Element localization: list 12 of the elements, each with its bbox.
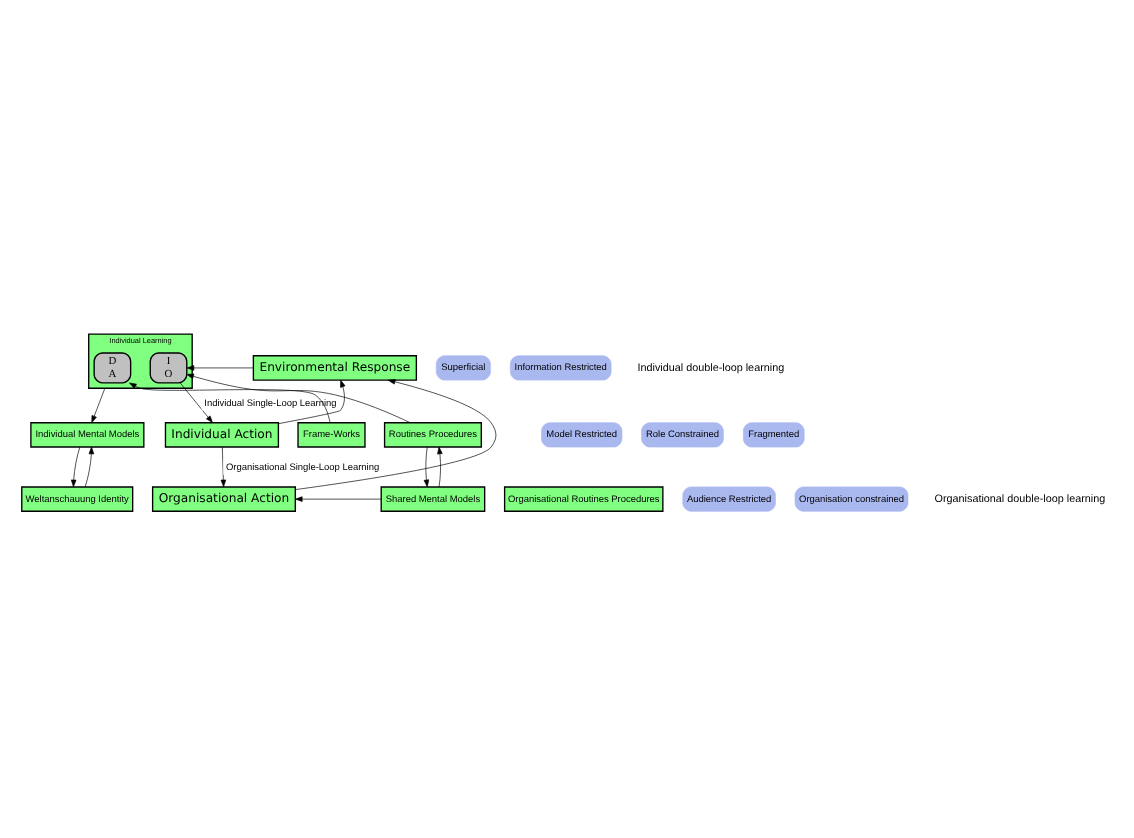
arrow	[295, 495, 382, 501]
arrow	[84, 445, 95, 487]
arrow	[91, 386, 106, 422]
arrow	[186, 364, 254, 370]
arrow	[423, 445, 430, 487]
arrow	[186, 372, 411, 422]
arrow	[129, 381, 331, 422]
arrow	[179, 381, 213, 422]
arrow	[437, 445, 443, 487]
arrow	[278, 378, 346, 424]
arrow	[220, 445, 227, 487]
arrow	[70, 445, 81, 487]
